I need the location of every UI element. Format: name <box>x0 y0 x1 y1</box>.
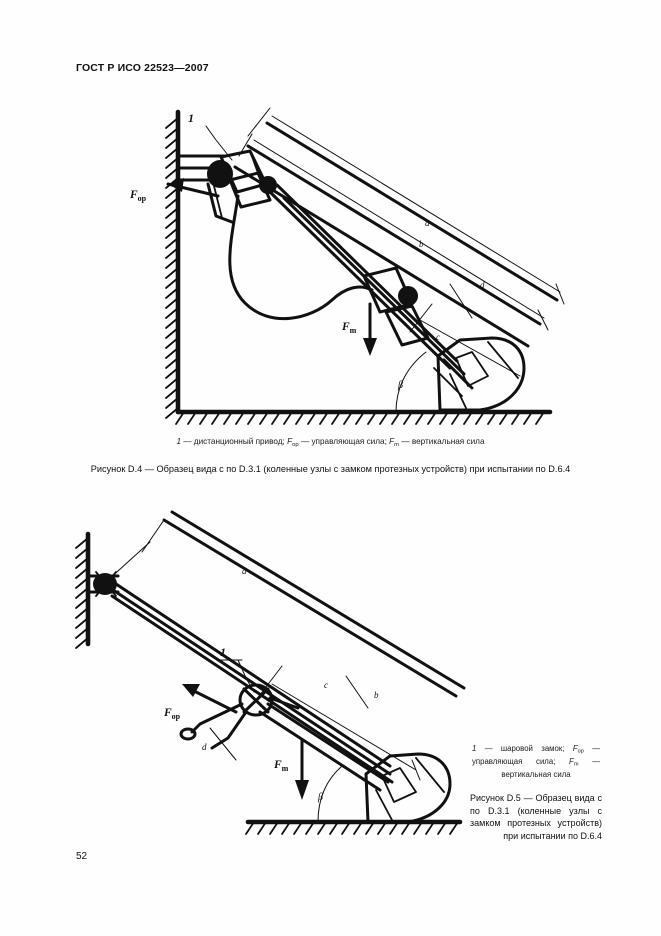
page-number: 52 <box>76 851 88 862</box>
figure-d4: β a b c <box>120 88 580 433</box>
callout-number-1: 1 <box>188 111 194 125</box>
figure-d5-caption: Рисунок D.5 — Образец вида с по D.3.1 (к… <box>470 792 602 842</box>
figure-d5-caption-text: Рисунок D.5 — Образец вида с по D.3.1 (к… <box>470 793 602 841</box>
legend-sep-2: ; <box>553 757 570 767</box>
legend-item-label: дистанционный привод <box>193 437 283 446</box>
dimension-a: a <box>247 107 565 305</box>
ankle-connector <box>433 358 474 397</box>
figure-d4-legend: 1 — дистанционный привод; Fор — управляю… <box>0 436 661 451</box>
ground-hatching <box>245 819 463 835</box>
force-control-arrow: Fор <box>129 178 220 203</box>
force-control-subscript: ор <box>138 194 147 203</box>
ground-hatching <box>175 409 553 425</box>
angle-beta-indicator: β <box>395 351 427 413</box>
legend-force-control-symbol: F <box>287 437 293 446</box>
control-cable <box>228 194 374 321</box>
legend-force-vertical-symbol: F <box>389 437 395 446</box>
outer-frame <box>162 510 466 698</box>
legend-force-control-subscript: ор <box>577 748 584 755</box>
dimension-c: c <box>324 675 369 709</box>
legend-sep-1: ; <box>562 744 573 753</box>
callout-1-ball-lock: 1 <box>219 645 255 693</box>
legend-force-control-label: управляющая сила <box>472 757 554 767</box>
force-vertical-subscript: m <box>282 764 289 773</box>
legend-dash-2: — <box>583 744 600 753</box>
figure-d5-legend: 1 — шаровой замок; Fор — управляющая сил… <box>472 744 600 781</box>
legend-item-label: шаровой замок <box>500 744 563 753</box>
ball-lock-joint <box>179 683 300 750</box>
legend-force-vertical: Fm <box>569 757 579 768</box>
legend-force-control-subscript: ор <box>292 441 299 448</box>
legend-force-control: Fор <box>287 437 299 448</box>
angle-beta-indicator: β <box>317 765 343 823</box>
legend-dash-2: — <box>298 437 312 446</box>
figure-d5: 1 <box>60 498 480 838</box>
legend-dash: — <box>476 744 501 753</box>
dimension-c: c <box>409 303 521 377</box>
dimension-label-a: a <box>242 566 247 576</box>
document-header: ГОСТ Р ИСО 22523—2007 <box>76 62 209 74</box>
dimension-b: b <box>255 665 421 781</box>
force-vertical-arrow: Fm <box>341 302 377 356</box>
figure-d4-caption-text: Рисунок D.4 — Образец вида с по D.3.1 (к… <box>90 464 571 474</box>
legend-sep-2: ; <box>384 437 390 446</box>
legend-force-vertical-subscript: m <box>573 761 579 768</box>
dimension-label-d: d <box>202 742 207 752</box>
force-control-label: Fор <box>163 707 181 721</box>
legend-dash-3: — <box>399 437 412 446</box>
dimension-label-a: a <box>425 218 430 228</box>
dimension-label-b: b <box>419 239 424 249</box>
legend-force-control-symbol: F <box>572 744 578 753</box>
force-control-arrow: Fор <box>163 684 238 721</box>
legend-force-vertical-subscript: m <box>394 441 400 448</box>
dimension-label-c: c <box>436 332 440 342</box>
thigh-frame <box>233 121 559 348</box>
legend-item-number: 1 <box>472 744 477 753</box>
dimension-label-d: d <box>480 280 485 290</box>
legend-item-number: 1 <box>176 437 182 446</box>
knee-joint-block <box>362 266 430 347</box>
legend-dash: — <box>183 437 194 446</box>
legend-force-vertical-symbol: F <box>569 757 574 767</box>
legend-force-vertical: Fm <box>389 437 400 448</box>
figure-d4-drawing: β a b c <box>129 107 565 425</box>
force-control-subscript: ор <box>172 712 181 721</box>
lower-shank <box>258 702 390 792</box>
dimension-d: d <box>202 727 237 761</box>
legend-force-vertical-label: вертикальная сила <box>411 437 485 446</box>
legend-sep-1: ; <box>282 437 288 446</box>
prosthetic-foot <box>436 336 526 412</box>
callout-number-1: 1 <box>220 645 226 659</box>
legend-dash-3: — <box>578 757 600 767</box>
force-vertical-arrow: Fm <box>273 738 309 800</box>
figure-d4-caption: Рисунок D.4 — Образец вида с по D.3.1 (к… <box>0 463 661 476</box>
dimension-a: a <box>107 519 247 581</box>
figure-d5-drawing: 1 <box>75 510 466 835</box>
wall-hatching <box>75 531 91 649</box>
dimension-label-c: c <box>324 680 328 690</box>
force-vertical-subscript: m <box>350 326 357 335</box>
legend-force-control: Fор <box>572 744 584 755</box>
callout-1-remote-actuator: 1 <box>188 111 233 161</box>
wall-hatching <box>165 109 181 419</box>
dimension-label-b: b <box>374 690 379 700</box>
legend-force-vertical-label: вертикальная сила <box>501 770 571 780</box>
legend-force-control-label: управляющая сила <box>311 437 385 446</box>
force-vertical-label: Fm <box>273 759 289 773</box>
dimension-d: d <box>449 280 485 319</box>
force-vertical-label: Fm <box>341 321 357 335</box>
dimension-b: b <box>238 133 549 331</box>
angle-label-beta: β <box>397 380 403 391</box>
force-control-label: Fор <box>129 189 147 203</box>
angle-label-beta: β <box>317 792 323 803</box>
